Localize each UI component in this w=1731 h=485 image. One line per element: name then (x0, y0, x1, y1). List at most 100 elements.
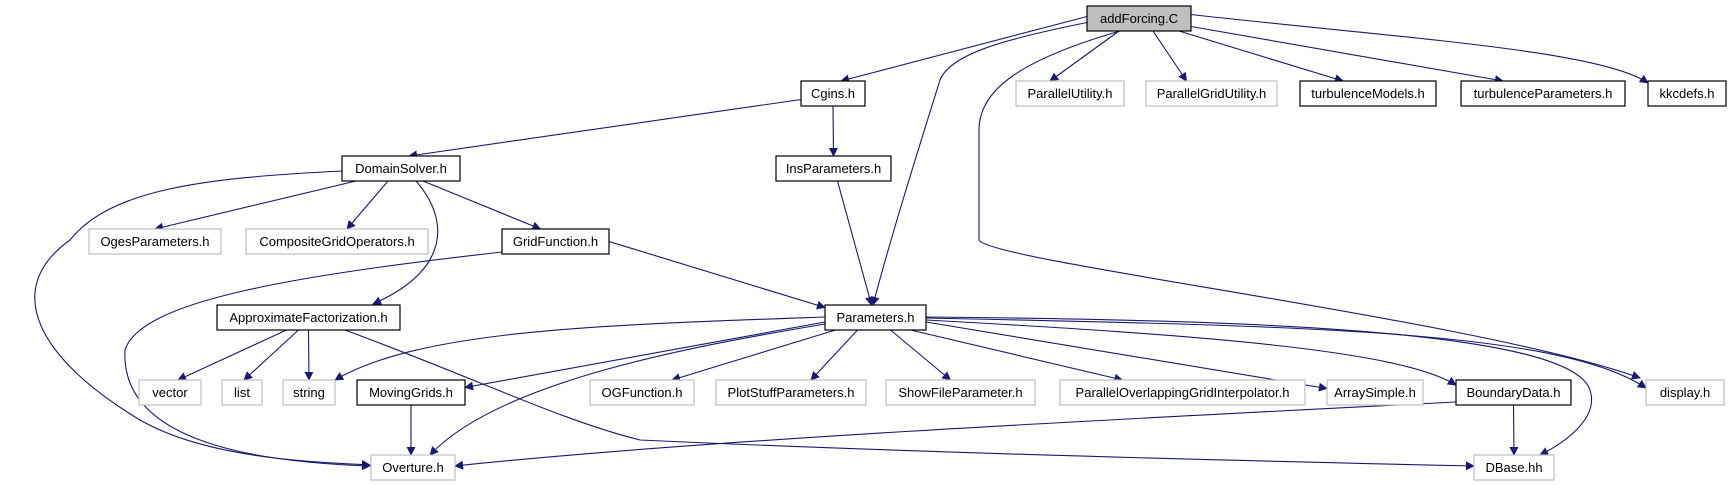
node-box (1299, 80, 1437, 107)
edge-addForcing-to-turbulenceParameters (1190, 25, 1504, 85)
node-box (1647, 80, 1727, 107)
edge-Parameters-to-ArraySimple (925, 321, 1328, 392)
node-label: ShowFileParameter.h (898, 385, 1022, 400)
node-box (715, 379, 867, 406)
node-box (221, 379, 263, 406)
node-PlotStuffParameters: PlotStuffParameters.h (715, 379, 867, 406)
node-label: ParallelOverlappingGridInterpolator.h (1076, 385, 1290, 400)
node-box (341, 155, 461, 182)
node-label: ArraySimple.h (1334, 385, 1416, 400)
edge-addForcing-to-Cgins (840, 15, 1088, 84)
node-box (1460, 80, 1626, 107)
node-label: turbulenceModels.h (1311, 86, 1424, 101)
node-box (824, 304, 927, 331)
node-label: ParallelGridUtility.h (1157, 86, 1267, 101)
edge-addForcing-to-ParallelUtility (1049, 30, 1120, 82)
node-ParallelUtility: ParallelUtility.h (1015, 80, 1125, 107)
node-label: ApproximateFactorization.h (229, 310, 387, 325)
node-kkcdefs[interactable]: kkcdefs.h (1647, 80, 1727, 107)
edge-Parameters-to-ShowFileParameter (890, 329, 952, 381)
edge-Parameters-to-OGFunction (671, 329, 836, 382)
node-label: DomainSolver.h (355, 161, 447, 176)
node-box (1455, 379, 1572, 406)
edge-addForcing-to-turbulenceModels (1178, 30, 1344, 83)
node-InsParameters[interactable]: InsParameters.h (775, 155, 892, 182)
edge-ApproximateFactorization-to-list (243, 329, 299, 381)
node-box (1326, 379, 1424, 406)
node-Parameters[interactable]: Parameters.h (824, 304, 927, 331)
node-label: BoundaryData.h (1467, 385, 1561, 400)
node-box (1015, 80, 1125, 107)
edge-Parameters-to-display (925, 317, 1647, 389)
node-GridFunction[interactable]: GridFunction.h (501, 228, 610, 255)
node-label: MovingGrids.h (369, 385, 453, 400)
node-label: Overture.h (382, 460, 443, 475)
node-DBase: DBase.hh (1473, 454, 1555, 481)
edge-addForcing-to-display (978, 30, 1641, 380)
edge-BoundaryData-to-DBase (1509, 404, 1519, 456)
edge-DomainSolver-to-Overture (34, 170, 371, 470)
edge-BoundaryData-to-Overture (454, 401, 1457, 470)
edge-Cgins-to-InsParameters (828, 105, 838, 157)
node-label: CompositeGridOperators.h (259, 234, 414, 249)
node-Overture: Overture.h (370, 454, 456, 481)
edge-DomainSolver-to-OgesParameters (154, 180, 357, 232)
edge-addForcing-to-ParallelGridUtility (1152, 30, 1188, 82)
edge-ApproximateFactorization-to-string (304, 329, 314, 381)
node-label: PlotStuffParameters.h (728, 385, 855, 400)
node-ApproximateFactorization[interactable]: ApproximateFactorization.h (216, 304, 401, 331)
node-turbulenceModels[interactable]: turbulenceModels.h (1299, 80, 1437, 107)
edge-GridFunction-to-Parameters (608, 240, 826, 310)
node-box (775, 155, 892, 182)
edge-DomainSolver-to-ApproximateFactorization (372, 180, 439, 305)
node-box (1645, 379, 1725, 406)
edge-Cgins-to-DomainSolver (408, 98, 802, 160)
node-box (138, 379, 202, 406)
node-string: string (282, 379, 336, 406)
node-box (216, 304, 401, 331)
edge-ApproximateFactorization-to-vector (177, 329, 287, 381)
node-box (356, 379, 466, 406)
node-ParallelOverlappingGridInterpolator: ParallelOverlappingGridInterpolator.h (1059, 379, 1306, 406)
node-BoundaryData[interactable]: BoundaryData.h (1455, 379, 1572, 406)
node-box (885, 379, 1036, 406)
node-box (1145, 80, 1278, 107)
edge-Parameters-to-PlotStuffParameters (810, 329, 858, 381)
node-label: InsParameters.h (786, 161, 881, 176)
edge-Parameters-to-string (334, 316, 826, 381)
node-vector: vector (138, 379, 202, 406)
edge-Parameters-to-BoundaryData (925, 319, 1457, 386)
edge-ApproximateFactorization-to-DBase (344, 329, 1475, 471)
node-box (245, 228, 429, 255)
node-label: DBase.hh (1485, 460, 1542, 475)
edge-addForcing-to-kkcdefs (1190, 13, 1649, 84)
node-Cgins[interactable]: Cgins.h (800, 80, 866, 107)
node-box (501, 228, 610, 255)
node-DomainSolver[interactable]: DomainSolver.h (341, 155, 461, 182)
node-box (800, 80, 866, 107)
node-addForcing[interactable]: addForcing.C (1086, 5, 1192, 32)
node-turbulenceParameters[interactable]: turbulenceParameters.h (1460, 80, 1626, 107)
node-ParallelGridUtility: ParallelGridUtility.h (1145, 80, 1278, 107)
node-label: list (234, 385, 250, 400)
node-label: ParallelUtility.h (1027, 86, 1112, 101)
node-label: GridFunction.h (513, 234, 598, 249)
node-ShowFileParameter: ShowFileParameter.h (885, 379, 1036, 406)
node-label: vector (152, 385, 188, 400)
node-box (282, 379, 336, 406)
node-label: Parameters.h (836, 310, 914, 325)
node-box (1059, 379, 1306, 406)
node-OGFunction: OGFunction.h (589, 379, 695, 406)
edge-DomainSolver-to-CompositeGridOperators (346, 180, 389, 230)
edge-DomainSolver-to-GridFunction (422, 180, 542, 231)
node-box (370, 454, 456, 481)
edge-Parameters-to-DBase (925, 316, 1593, 456)
node-label: display.h (1660, 385, 1710, 400)
node-label: Cgins.h (811, 86, 855, 101)
node-label: string (293, 385, 325, 400)
node-box (88, 228, 222, 255)
node-MovingGrids[interactable]: MovingGrids.h (356, 379, 466, 406)
node-label: OGFunction.h (602, 385, 683, 400)
